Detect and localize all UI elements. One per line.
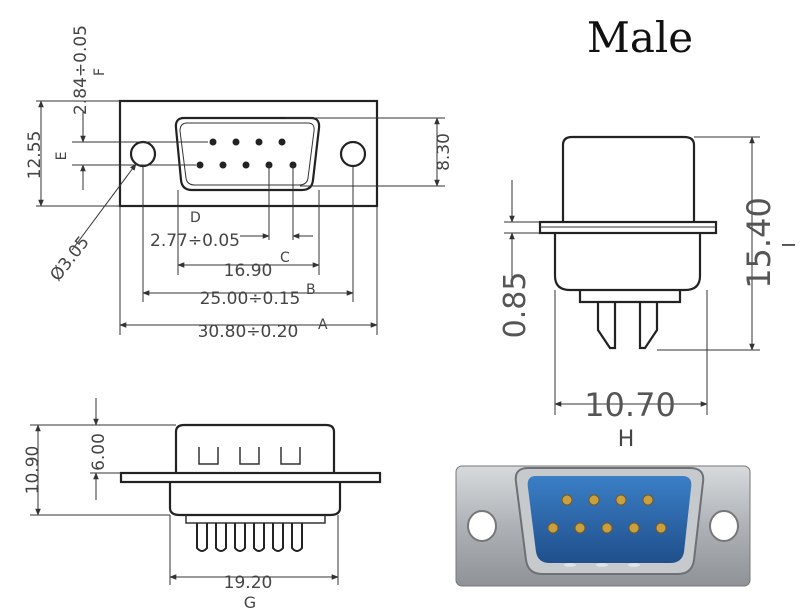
label-g: G [244, 593, 256, 612]
top-shell [174, 423, 336, 473]
pin [242, 161, 250, 169]
top-body [168, 482, 342, 517]
side-view: 0.85 15.40 I 10.70 H [498, 135, 800, 452]
dim-pitch: 2.77÷0.05 [150, 231, 240, 251]
pin [219, 161, 227, 169]
dim-3080: 30.80÷0.20 [198, 322, 299, 342]
dim-600: 6.00 [89, 433, 109, 471]
dim-1540: 15.40 [740, 197, 778, 289]
photo-hole-left [467, 510, 497, 542]
side-shell-top [561, 135, 696, 222]
u-mark [239, 447, 260, 465]
dim-1690: 16.90 [224, 261, 273, 281]
mount-hole-left [129, 140, 157, 168]
label-d: D [190, 210, 201, 226]
side-body-bottom [553, 233, 702, 292]
dim-2500: 25.00÷0.15 [200, 289, 301, 309]
title: Male [587, 13, 693, 62]
label-f: F [92, 68, 108, 76]
label-c: C [280, 250, 290, 266]
dim-f: 2.84÷0.05 [71, 25, 91, 115]
front-view: 30.80÷0.20 A 25.00÷0.15 B 16.90 C 2.77÷0… [25, 25, 454, 342]
dim-e: 12.55 [25, 131, 45, 180]
label-i: I [779, 242, 800, 247]
pin [255, 138, 263, 146]
mount-hole-right [339, 140, 367, 168]
front-flange [118, 99, 379, 208]
connector-photo [455, 465, 751, 587]
side-pin-base [578, 290, 682, 304]
label-h: H [618, 427, 635, 452]
label-e: E [54, 152, 70, 161]
pin [278, 138, 286, 146]
label-b: B [306, 282, 316, 298]
dim-1920: 19.20 [224, 573, 273, 593]
dim-1070: 10.70 [584, 386, 676, 424]
front-d-shell-inner [179, 122, 315, 186]
top-view: 10.90 6.00 19.20 G [23, 398, 382, 612]
front-d-shell [174, 116, 321, 192]
front-extension-lines [36, 100, 445, 335]
pin [232, 138, 240, 146]
dim-085: 0.85 [498, 272, 533, 339]
dim-hole: Ø3.05 [46, 233, 93, 286]
dim-1090: 10.90 [23, 446, 43, 495]
photo-hole-right [709, 510, 739, 542]
pin [209, 138, 217, 146]
front-pins [196, 138, 297, 169]
u-mark [198, 447, 219, 465]
photo-insulator [527, 476, 692, 563]
dim-830: 8.30 [434, 133, 454, 171]
photo-pins [547, 494, 667, 534]
side-pin-right [638, 302, 659, 350]
u-mark [280, 447, 301, 465]
top-pins [196, 523, 303, 552]
side-pin-left [596, 302, 617, 350]
pin [196, 161, 204, 169]
top-flange [119, 471, 382, 484]
label-a: A [318, 317, 328, 333]
